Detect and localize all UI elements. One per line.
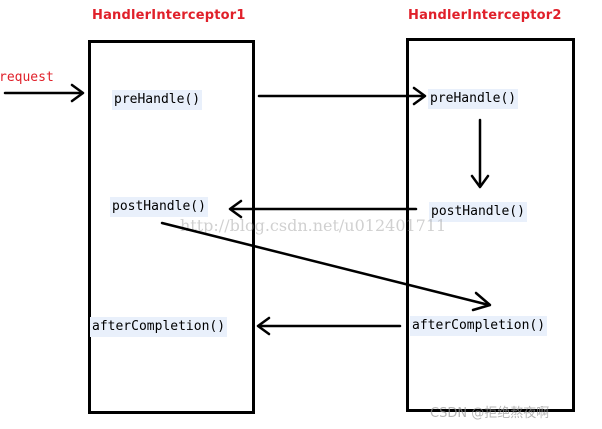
post-to-after-arrow-head <box>471 291 492 312</box>
interceptor2-aftercompletion: afterCompletion() <box>410 316 548 336</box>
after-to-after-arrow-head <box>256 316 271 336</box>
interceptor1-title: HandlerInterceptor1 <box>92 8 246 23</box>
interceptor1-posthandle: postHandle() <box>110 197 208 217</box>
interceptor2-posthandle: postHandle() <box>429 202 527 222</box>
post-to-after-arrow <box>160 221 491 307</box>
post-to-post-arrow-head <box>228 199 243 219</box>
interceptor2-title: HandlerInterceptor2 <box>408 8 562 23</box>
blog-watermark: http://blog.csdn.net/u012401711 <box>180 216 447 235</box>
pre-to-pre-arrow-head <box>412 86 427 106</box>
pre-to-post-arrow-head <box>470 174 490 189</box>
request-label: request <box>0 70 54 85</box>
request-arrow-head <box>70 83 85 103</box>
interceptor1-aftercompletion: afterCompletion() <box>90 317 228 337</box>
csdn-credit: CSDN @拒绝熬夜啊 <box>430 406 550 421</box>
interceptor2-prehandle: preHandle() <box>428 89 519 109</box>
interceptor1-prehandle: preHandle() <box>112 90 203 110</box>
